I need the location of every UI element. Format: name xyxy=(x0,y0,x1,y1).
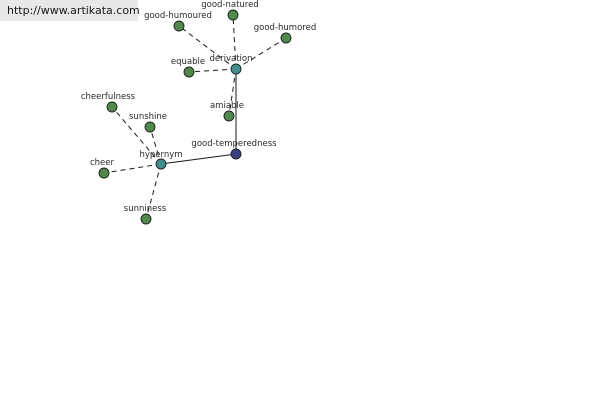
label-sunshine: sunshine xyxy=(129,112,167,122)
edge-hypernym-sunshine xyxy=(149,126,162,165)
edge-root-hypernym xyxy=(160,153,237,165)
label-cheer: cheer xyxy=(90,158,115,168)
edge-derivation-good-natured xyxy=(232,14,237,70)
node-good-humored[interactable] xyxy=(280,32,292,44)
edge-hypernym-sunniness xyxy=(145,163,162,220)
node-good-temperedness[interactable] xyxy=(230,148,242,160)
label-amiable: amiable xyxy=(210,101,244,111)
label-sunniness: sunniness xyxy=(124,204,167,214)
node-cheerfulness[interactable] xyxy=(106,101,118,113)
node-hypernym[interactable] xyxy=(155,158,167,170)
label-good-temperedness: good-temperedness xyxy=(191,139,277,149)
edge-hypernym-cheer xyxy=(103,163,162,174)
label-good-humored: good-humored xyxy=(254,23,316,33)
edge-derivation-amiable xyxy=(228,68,237,117)
edge-hypernym-cheerfulness xyxy=(111,106,162,165)
node-sunshine[interactable] xyxy=(144,121,156,133)
label-cheerfulness: cheerfulness xyxy=(81,92,136,102)
source-url-label[interactable]: http://www.artikata.com xyxy=(0,0,140,21)
edges xyxy=(103,14,287,220)
label-equable: equable xyxy=(171,57,205,67)
node-sunniness[interactable] xyxy=(140,213,152,225)
node-cheer[interactable] xyxy=(98,167,110,179)
edge-derivation-good-humored xyxy=(235,37,287,70)
nodes xyxy=(98,9,292,225)
edge-derivation-good-humoured xyxy=(178,25,237,70)
edge-derivation-equable xyxy=(188,68,237,73)
label-good-humoured: good-humoured xyxy=(144,11,212,21)
labels: good-temperedness derivation hypernym go… xyxy=(81,0,316,214)
node-equable[interactable] xyxy=(183,66,195,78)
node-good-humoured[interactable] xyxy=(173,20,185,32)
label-hypernym: hypernym xyxy=(139,150,182,160)
node-good-natured[interactable] xyxy=(227,9,239,21)
node-derivation[interactable] xyxy=(230,63,242,75)
label-good-natured: good-natured xyxy=(201,0,259,10)
node-amiable[interactable] xyxy=(223,110,235,122)
label-derivation: derivation xyxy=(209,54,252,64)
